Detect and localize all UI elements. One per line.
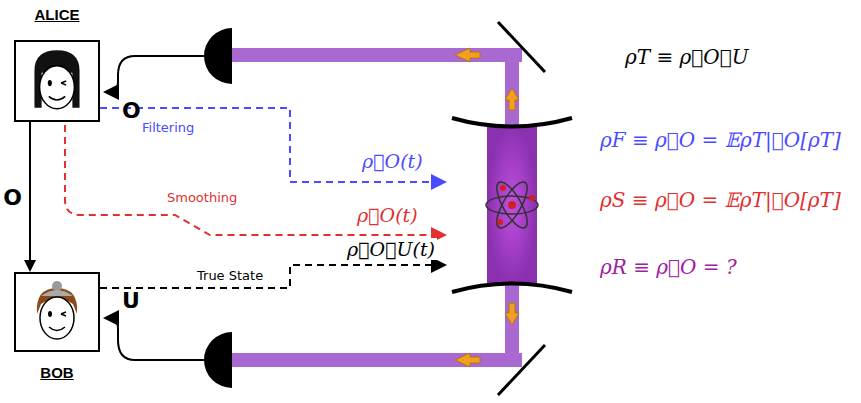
cavity-mirror	[452, 284, 572, 293]
state-label: ρ⃖O⃖U(t)	[345, 238, 437, 260]
path-label: Filtering	[140, 120, 196, 135]
mirror	[498, 345, 545, 395]
mirror	[498, 22, 545, 72]
signal-label: O	[122, 98, 141, 123]
equation: ρF ≡ ρ⃖O = 𝔼ρT|⃖O[ρT]	[600, 128, 841, 152]
signal-wire	[105, 56, 205, 92]
filtering-path	[100, 108, 445, 182]
atom	[486, 178, 538, 232]
cavity-field	[487, 125, 537, 285]
path-label: Smoothing	[165, 190, 239, 205]
person-box	[14, 40, 100, 122]
signal-label: O	[3, 185, 22, 210]
arrow-head	[24, 260, 36, 272]
state-label: ρ⃡O(t)	[355, 204, 420, 226]
face-icon	[16, 274, 98, 350]
detector	[204, 332, 232, 388]
cavity-mirror	[452, 118, 572, 127]
person-box	[14, 272, 100, 352]
beam-direction	[455, 48, 519, 367]
person-name: ALICE	[35, 6, 80, 23]
person-name: BOB	[40, 364, 73, 381]
smoothing-path	[65, 125, 445, 235]
detector	[204, 28, 232, 84]
equation: ρT ≡ ρ⃖O⃖U	[625, 45, 749, 69]
state-label: ρ⃖O(t)	[360, 150, 425, 172]
signal-wire	[105, 318, 205, 360]
equation: ρS ≡ ρ⃡O = 𝔼ρT|⃡O[ρT]	[600, 188, 841, 212]
equation: ρR ≡ ρ⃗O = ?	[600, 255, 737, 279]
path-label: True State	[195, 268, 265, 283]
laser-beam	[232, 48, 522, 367]
face-icon	[16, 42, 98, 120]
true-state-path	[100, 265, 445, 288]
signal-arrow	[29, 122, 31, 262]
signal-label: U	[122, 288, 140, 313]
